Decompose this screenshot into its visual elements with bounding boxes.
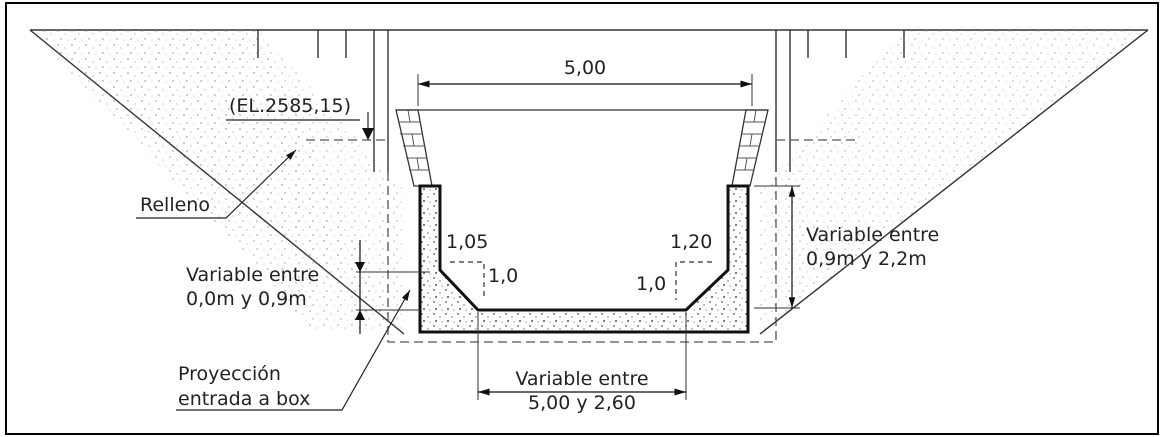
- projection-outline: [387, 172, 777, 343]
- left-height-line1: Variable entre: [186, 264, 319, 286]
- right-height-line1: Variable entre: [806, 224, 939, 246]
- right-slope-line: [759, 29, 1149, 335]
- projection-leader: [176, 289, 411, 411]
- projection-line1: Proyección: [178, 363, 281, 385]
- top-width-label: 5,00: [564, 57, 606, 79]
- fill-label: Relleno: [140, 194, 210, 216]
- fill-leader: [136, 149, 297, 219]
- elevation-label: (EL.2585,15): [229, 95, 351, 117]
- frame-border: [5, 2, 1159, 435]
- right-wingwall: [731, 109, 769, 187]
- left-slope-h: 1,05: [446, 231, 488, 253]
- concrete-channel: [418, 184, 750, 334]
- projection-line2: entrada a box: [178, 388, 310, 410]
- left-slope-v: 1,0: [488, 265, 518, 287]
- right-slope-h: 1,20: [670, 231, 712, 253]
- right-slope-v: 1,0: [636, 273, 666, 295]
- right-height-line2: 0,9m y 2,2m: [806, 248, 927, 270]
- left-height-line2: 0,0m y 0,9m: [186, 288, 307, 310]
- bottom-width-line1: Variable entre: [515, 368, 648, 390]
- slope-triangles: [450, 261, 712, 300]
- left-wingwall: [395, 109, 433, 187]
- bottom-width-line2: 5,00 y 2,60: [528, 392, 636, 414]
